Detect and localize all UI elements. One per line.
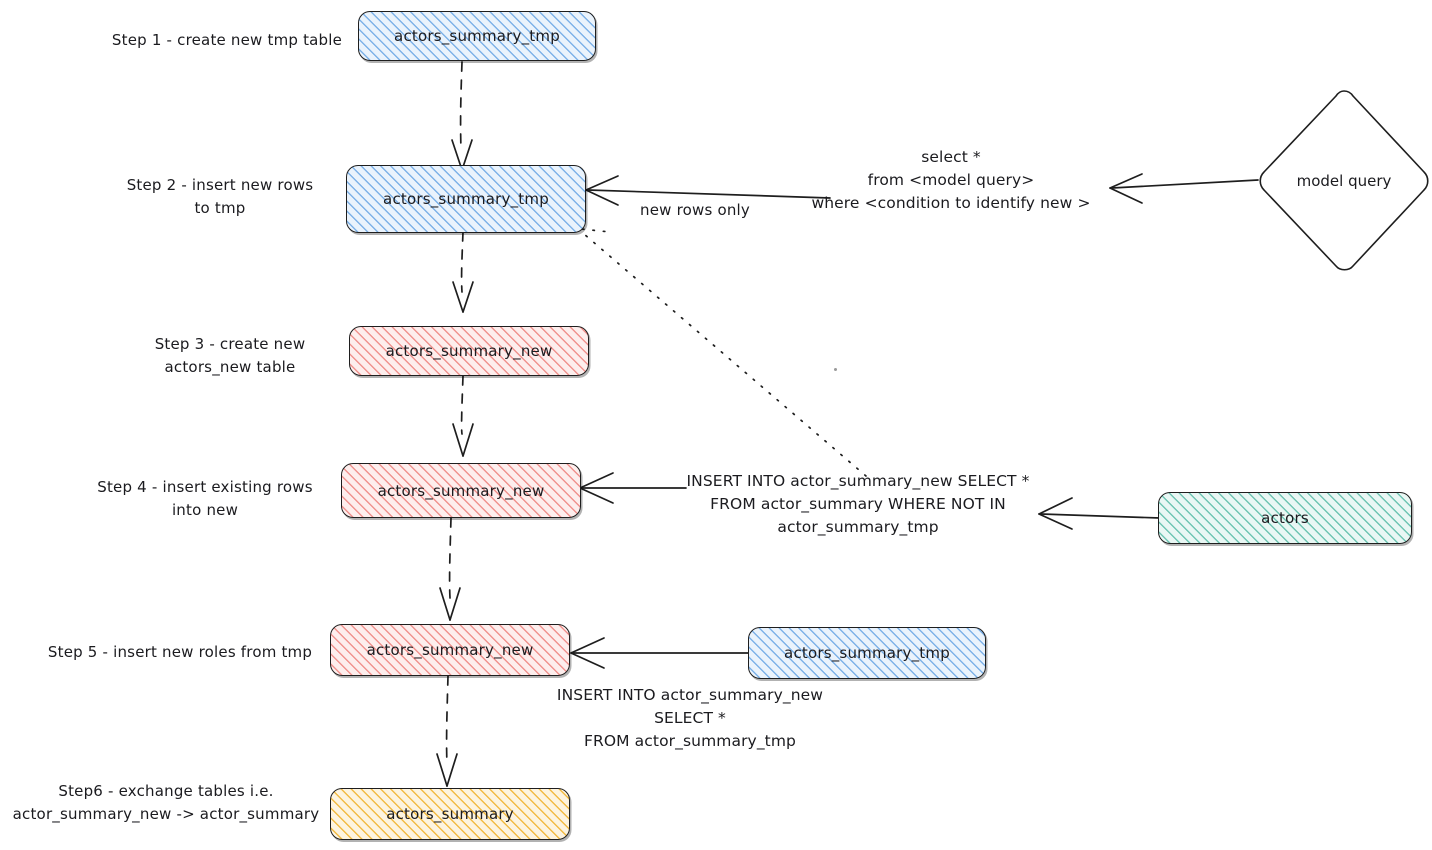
node-actors-summary-step6[interactable]: actors_summary	[330, 788, 570, 840]
node-label: actors_summary_new	[366, 641, 534, 659]
connector-step1-to-step2	[451, 61, 473, 171]
connector-tmp-to-step5	[570, 637, 751, 669]
node-label: model query	[1296, 172, 1392, 190]
node-actors-source[interactable]: actors	[1158, 492, 1412, 544]
node-label: actors_summary_tmp	[394, 27, 560, 45]
node-label: actors_summary_tmp	[784, 644, 950, 662]
annotation-insert-new-roles-sql: INSERT INTO actor_summary_new SELECT * F…	[556, 686, 824, 750]
connector-step5-to-step6	[436, 675, 458, 787]
step-label-3: Step 3 - create new actors_new table	[154, 335, 306, 376]
connector-step3-to-step4	[452, 375, 474, 457]
step-label-4: Step 4 - insert existing rows into new	[97, 478, 313, 519]
connector-actors-to-annotation	[1038, 497, 1161, 530]
node-actors-summary-new-step3[interactable]: actors_summary_new	[349, 326, 589, 376]
node-label: actors	[1261, 509, 1309, 527]
node-actors-summary-tmp-step1[interactable]: actors_summary_tmp	[358, 11, 596, 61]
connector-annotation-to-step4	[579, 472, 687, 504]
node-label: actors_summary	[386, 805, 514, 823]
annotation-new-rows-only: new rows only	[640, 201, 750, 219]
annotation-insert-existing-sql: INSERT INTO actor_summary_new SELECT * F…	[686, 472, 1030, 536]
annotation-model-query-sql: select * from <model query> where <condi…	[811, 148, 1091, 212]
node-actors-summary-new-step5[interactable]: actors_summary_new	[330, 624, 570, 676]
node-label: actors_summary_tmp	[383, 190, 549, 208]
stray-dot-mark	[834, 368, 837, 371]
diamond-shape	[1259, 90, 1429, 271]
node-actors-summary-tmp-step2[interactable]: actors_summary_tmp	[346, 165, 586, 233]
connector-step2-to-step3	[452, 231, 474, 313]
node-label: actors_summary_new	[385, 342, 553, 360]
connector-modelquery-to-annotation	[1109, 173, 1259, 204]
connector-annotation-to-step2	[585, 175, 831, 206]
node-label: actors_summary_new	[377, 481, 545, 500]
step-label-5: Step 5 - insert new roles from tmp	[47, 643, 313, 661]
node-model-query[interactable]: model query	[1256, 86, 1432, 276]
connector-step2-dotted-to-sql	[569, 221, 867, 477]
connector-step4-to-step5	[439, 517, 461, 621]
node-actors-summary-new-step4[interactable]: actors_summary_new	[341, 463, 581, 518]
node-actors-summary-tmp-source[interactable]: actors_summary_tmp	[748, 627, 986, 679]
step-label-1: Step 1 - create new tmp table	[111, 31, 343, 49]
step-label-2: Step 2 - insert new rows to tmp	[126, 176, 314, 217]
step-label-6: Step6 - exchange tables i.e. actor_summa…	[12, 782, 320, 823]
